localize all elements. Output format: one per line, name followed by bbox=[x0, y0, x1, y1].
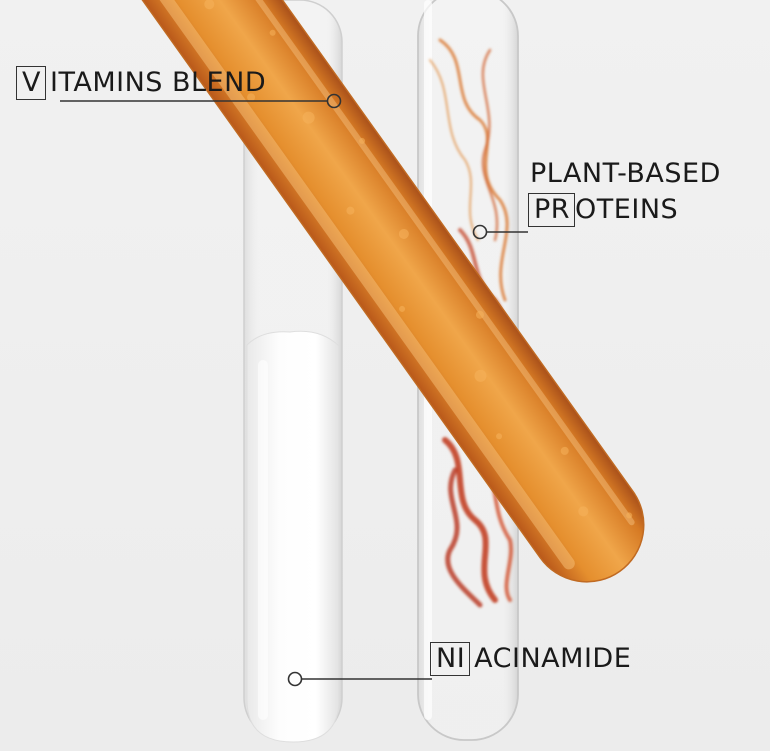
plant-based-line: PLANT-BASED bbox=[530, 158, 721, 189]
niacinamide-initial: NI bbox=[430, 642, 471, 676]
vitamins-rest: ITAMINS BLEND bbox=[49, 67, 267, 98]
niacinamide-leader bbox=[287, 671, 432, 687]
proteins-leader bbox=[472, 224, 528, 240]
niacinamide-rest: ACINAMIDE bbox=[474, 643, 632, 674]
proteins-initial: PR bbox=[528, 193, 576, 227]
vitamins-initial: V bbox=[16, 66, 46, 100]
diagonal-orange-tube bbox=[72, 0, 645, 583]
vitamins-leader bbox=[60, 93, 342, 109]
proteins-rest: OTEINS bbox=[575, 194, 679, 225]
